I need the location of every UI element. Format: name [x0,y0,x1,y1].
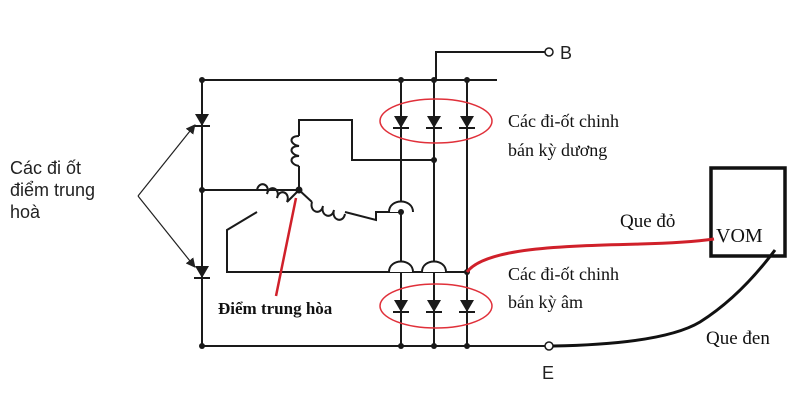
neutral-point-label: Điểm trung hòa [218,299,333,318]
neutral-diodes-arrows [137,124,196,268]
junction-dots [199,77,470,349]
positive-diodes-label-line1: Các đi-ốt chinh [508,111,619,131]
positive-diodes-label: Các đi-ốt chinh bán kỳ dương [508,111,619,160]
black-probe-label: Que đen [706,328,770,349]
neutral-diode-bottom [193,265,211,279]
neutral-diodes-label: Các đi ốt điểm trung hoà [10,158,95,222]
neutral-diodes-label-line3: hoà [10,202,41,222]
terminal-e-label: E [542,363,554,383]
negative-diodes-label-line2: bán kỳ âm [508,292,583,312]
terminal-b [544,47,554,57]
vom-label: VOM [716,225,763,247]
neutral-diodes-label-line1: Các đi ốt [10,158,81,178]
red-probe-label: Que đỏ [620,211,675,232]
vom-meter-box [709,166,787,258]
positive-diodes [392,115,476,129]
terminal-e [544,341,554,351]
black-probe-wire [552,249,777,348]
neutral-diodes-label-line2: điểm trung [10,180,95,200]
negative-diodes-label: Các đi-ốt chinh bán kỳ âm [508,264,619,312]
neutral-diode-top [193,113,211,127]
negative-diodes-highlight [379,283,493,329]
terminal-b-label: B [560,43,572,63]
neutral-point-pointer [274,197,298,297]
negative-diodes-label-line1: Các đi-ốt chinh [508,264,619,284]
negative-diodes [392,299,476,313]
positive-diodes-label-line2: bán kỳ dương [508,140,607,160]
positive-diodes-highlight [379,98,493,144]
red-probe-wire [465,237,715,273]
